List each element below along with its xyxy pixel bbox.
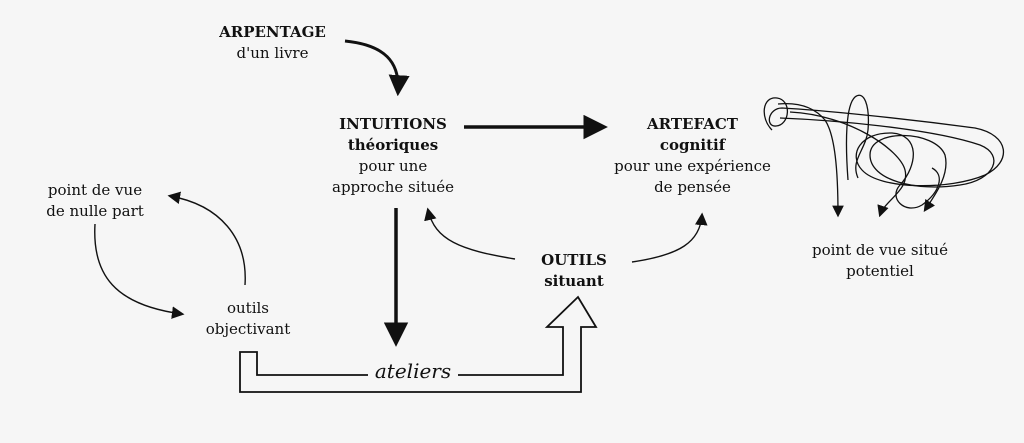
node-ateliers: ateliers	[368, 358, 458, 384]
node-objectivant: outils objectivant	[188, 298, 308, 340]
node-arpentage-sub: d'un livre	[236, 44, 309, 62]
node-objectivant-line1: outils	[226, 299, 269, 317]
node-ateliers-label: ateliers	[374, 359, 452, 383]
node-arpentage: ARPENTAGE d'un livre	[200, 22, 345, 64]
node-artefact-sub1: pour une expérience	[614, 157, 771, 175]
node-intuitions-sub2: approche située	[332, 178, 454, 196]
node-nulle-part-line2: de nulle part	[46, 202, 144, 220]
arrow-objectivant-to-nulle-part	[167, 191, 246, 286]
node-situe-line1: point de vue situé	[812, 241, 948, 259]
node-nulle-part-line1: point de vue	[47, 181, 143, 199]
ateliers-track-arrow	[239, 295, 598, 393]
node-situe: point de vue situé potentiel	[795, 240, 965, 282]
node-nulle-part: point de vue de nulle part	[30, 180, 160, 222]
node-situant: OUTILS situant	[515, 250, 633, 292]
node-intuitions-title: INTUITIONS	[339, 115, 447, 133]
node-situant-title: OUTILS	[541, 251, 607, 269]
node-situant-title2: situant	[544, 272, 604, 290]
arrow-situant-to-artefact	[631, 212, 708, 263]
node-arpentage-title: ARPENTAGE	[219, 23, 326, 41]
node-artefact-title: ARTEFACT	[647, 115, 738, 133]
node-intuitions-title2: théoriques	[347, 136, 439, 154]
node-intuitions: INTUITIONS théoriques pour une approche …	[318, 114, 468, 198]
tangled-lines	[763, 94, 1004, 218]
node-situe-line2: potentiel	[846, 262, 914, 280]
arrow-nulle-part-to-objectivant	[94, 223, 185, 319]
arrow-arpentage-to-intuitions	[344, 39, 410, 97]
node-artefact-sub2: de pensée	[654, 178, 731, 196]
node-objectivant-line2: objectivant	[205, 320, 291, 338]
node-artefact: ARTEFACT cognitif pour une expérience de…	[610, 114, 775, 198]
node-intuitions-sub1: pour une	[358, 157, 428, 175]
node-artefact-title2: cognitif	[659, 136, 726, 154]
arrow-situant-to-intuitions	[424, 207, 516, 260]
